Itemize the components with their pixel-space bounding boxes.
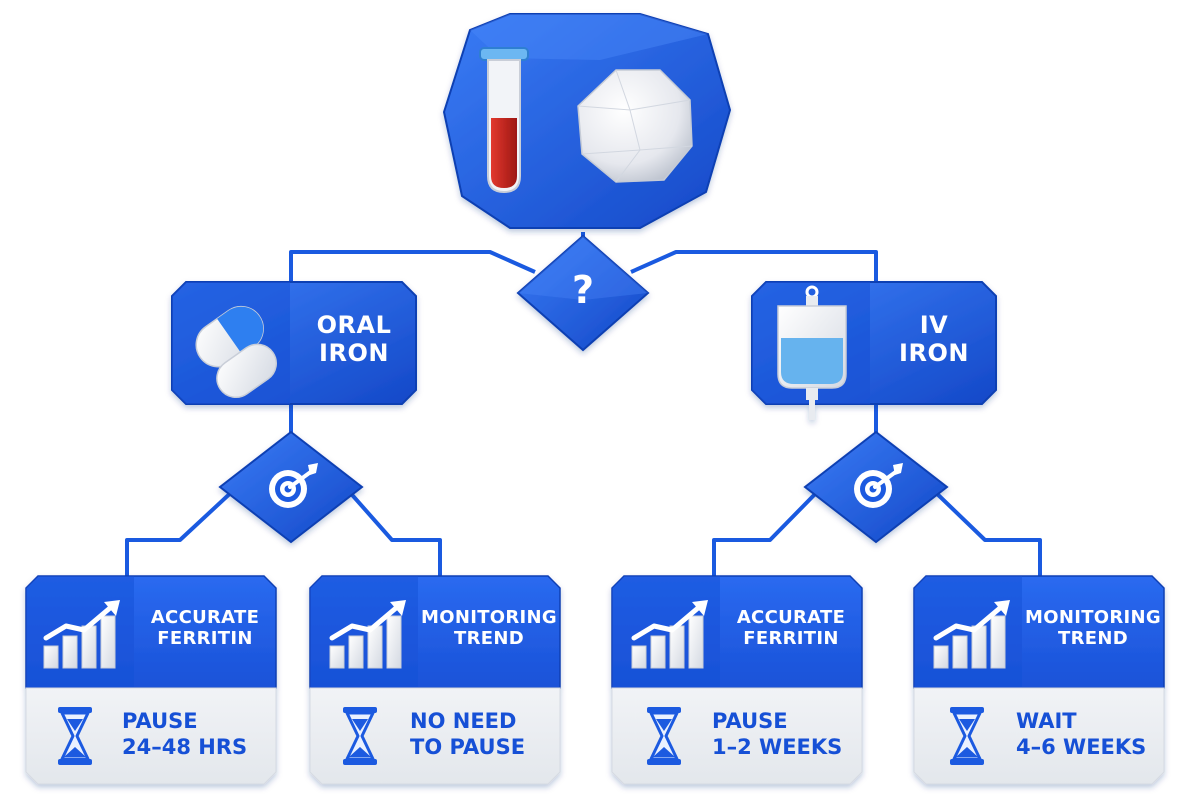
iv-bag-icon — [777, 285, 847, 420]
iv-iron-label: IV IRON — [876, 311, 992, 367]
goal-title: ACCURATE FERRITIN — [134, 607, 276, 649]
card-oral-accurate — [25, 575, 277, 785]
timing-line2: 24–48 HRS — [122, 735, 248, 760]
timing-line2: 1–2 WEEKS — [712, 735, 843, 760]
goal-title-line2: FERRITIN — [743, 627, 839, 649]
timing-text: PAUSE 24–48 HRS — [122, 708, 247, 761]
timing-line2: 4–6 WEEKS — [1016, 735, 1147, 760]
goal-title-line2: TREND — [1058, 627, 1128, 649]
oral-iron-label-line2: IRON — [319, 338, 389, 367]
iv-decision-diamond — [803, 430, 949, 544]
iv-iron-label-line2: IRON — [899, 338, 969, 367]
oral-iron-label-line1: ORAL — [316, 311, 392, 339]
goal-title-line1: MONITORING — [1025, 607, 1161, 628]
connector-left-branch — [289, 250, 536, 283]
goal-title-line1: ACCURATE — [150, 607, 260, 628]
capsule-icon — [195, 305, 277, 399]
goal-title: MONITORING TREND — [1022, 607, 1164, 649]
goal-title-line2: FERRITIN — [157, 627, 253, 649]
oral-iron-node — [171, 281, 417, 405]
oral-decision-diamond — [218, 430, 364, 544]
test-tube-icon — [479, 47, 529, 194]
timing-line1: NO NEED — [410, 709, 517, 733]
timing-text: NO NEED TO PAUSE — [410, 708, 525, 761]
connector-oral-goal-2 — [344, 486, 442, 576]
pill-ball-icon — [577, 69, 693, 183]
oral-iron-label: ORAL IRON — [296, 311, 412, 367]
card-iv-monitoring — [913, 575, 1165, 785]
root-node — [442, 13, 732, 229]
iv-iron-node — [751, 281, 997, 420]
timing-text: WAIT 4–6 WEEKS — [1016, 708, 1146, 761]
connector-oral-goal-1 — [125, 486, 238, 576]
timing-line1: PAUSE — [712, 709, 788, 733]
connector-iv-goal-2 — [929, 486, 1042, 576]
goal-title-line1: MONITORING — [421, 607, 557, 628]
timing-line2: TO PAUSE — [410, 735, 526, 760]
connector-iv-goal-1 — [712, 486, 823, 576]
card-oral-monitoring — [309, 575, 561, 785]
timing-text: PAUSE 1–2 WEEKS — [712, 708, 842, 761]
timing-line1: WAIT — [1016, 709, 1077, 733]
card-iv-accurate — [611, 575, 863, 785]
iv-iron-label-line1: IV — [919, 311, 949, 339]
goal-title-line1: ACCURATE — [736, 607, 846, 628]
connectors — [125, 232, 1042, 576]
goal-title: MONITORING TREND — [418, 607, 560, 649]
decision-question-mark: ? — [571, 268, 595, 312]
connector-right-branch — [630, 250, 878, 283]
goal-title-line2: TREND — [454, 627, 524, 649]
goal-title: ACCURATE FERRITIN — [720, 607, 862, 649]
root-decision-diamond — [516, 234, 650, 352]
timing-line1: PAUSE — [122, 709, 198, 733]
